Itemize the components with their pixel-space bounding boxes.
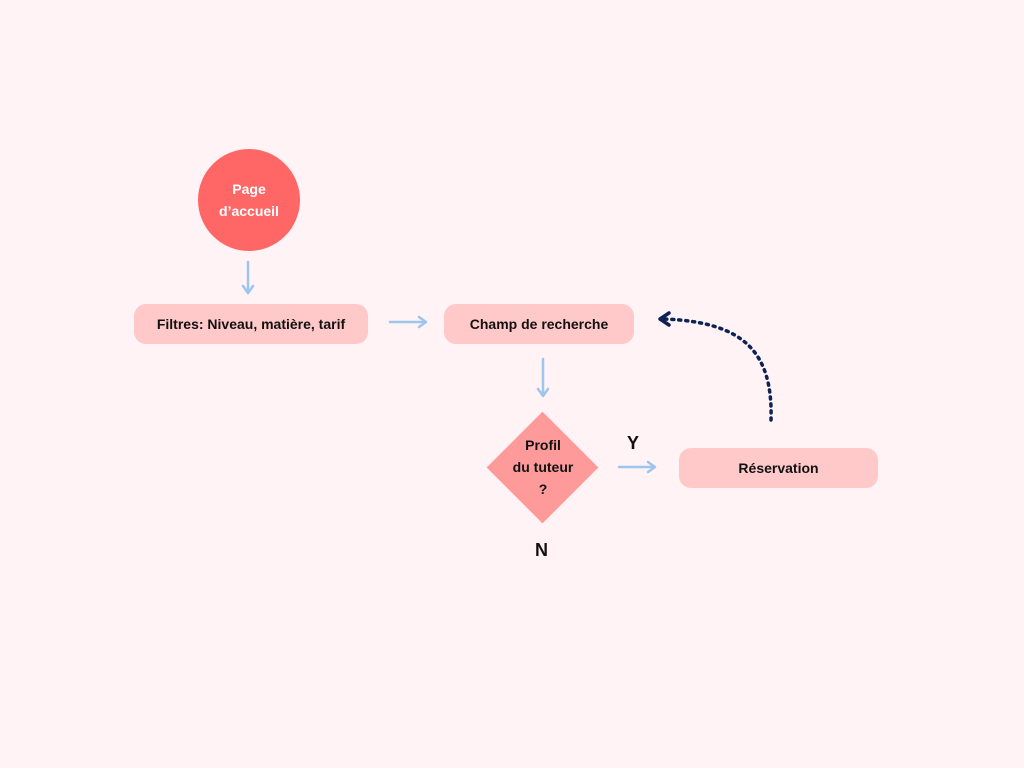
loop-arrow-booking-to-search xyxy=(658,311,773,422)
start-node-label-line2: d’accueil xyxy=(219,203,279,219)
process-search-field: Champ de recherche xyxy=(444,304,634,344)
branch-label-yes: Y xyxy=(627,433,640,453)
process-filters: Filtres: Niveau, matière, tarif xyxy=(134,304,368,344)
arrow-search-to-decision xyxy=(536,357,550,398)
process-booking: Réservation xyxy=(679,448,878,488)
process-filters-label: Filtres: Niveau, matière, tarif xyxy=(156,316,346,332)
arrow-decision-to-booking xyxy=(617,460,657,474)
start-node-homepage: Page d’accueil xyxy=(198,149,300,251)
process-search-label: Champ de recherche xyxy=(469,316,609,332)
decision-label-line2: du tuteur xyxy=(512,459,574,475)
branch-label-no: N xyxy=(535,540,548,560)
decision-tutor-profile: Profil du tuteur ? xyxy=(487,411,599,523)
start-node-label-line1: Page xyxy=(232,181,266,197)
process-booking-label: Réservation xyxy=(738,460,819,476)
arrow-start-to-filters xyxy=(241,260,255,295)
arrow-filters-to-search xyxy=(388,315,428,329)
decision-label-line1: Profil xyxy=(525,437,561,453)
decision-label-line3: ? xyxy=(538,481,548,497)
